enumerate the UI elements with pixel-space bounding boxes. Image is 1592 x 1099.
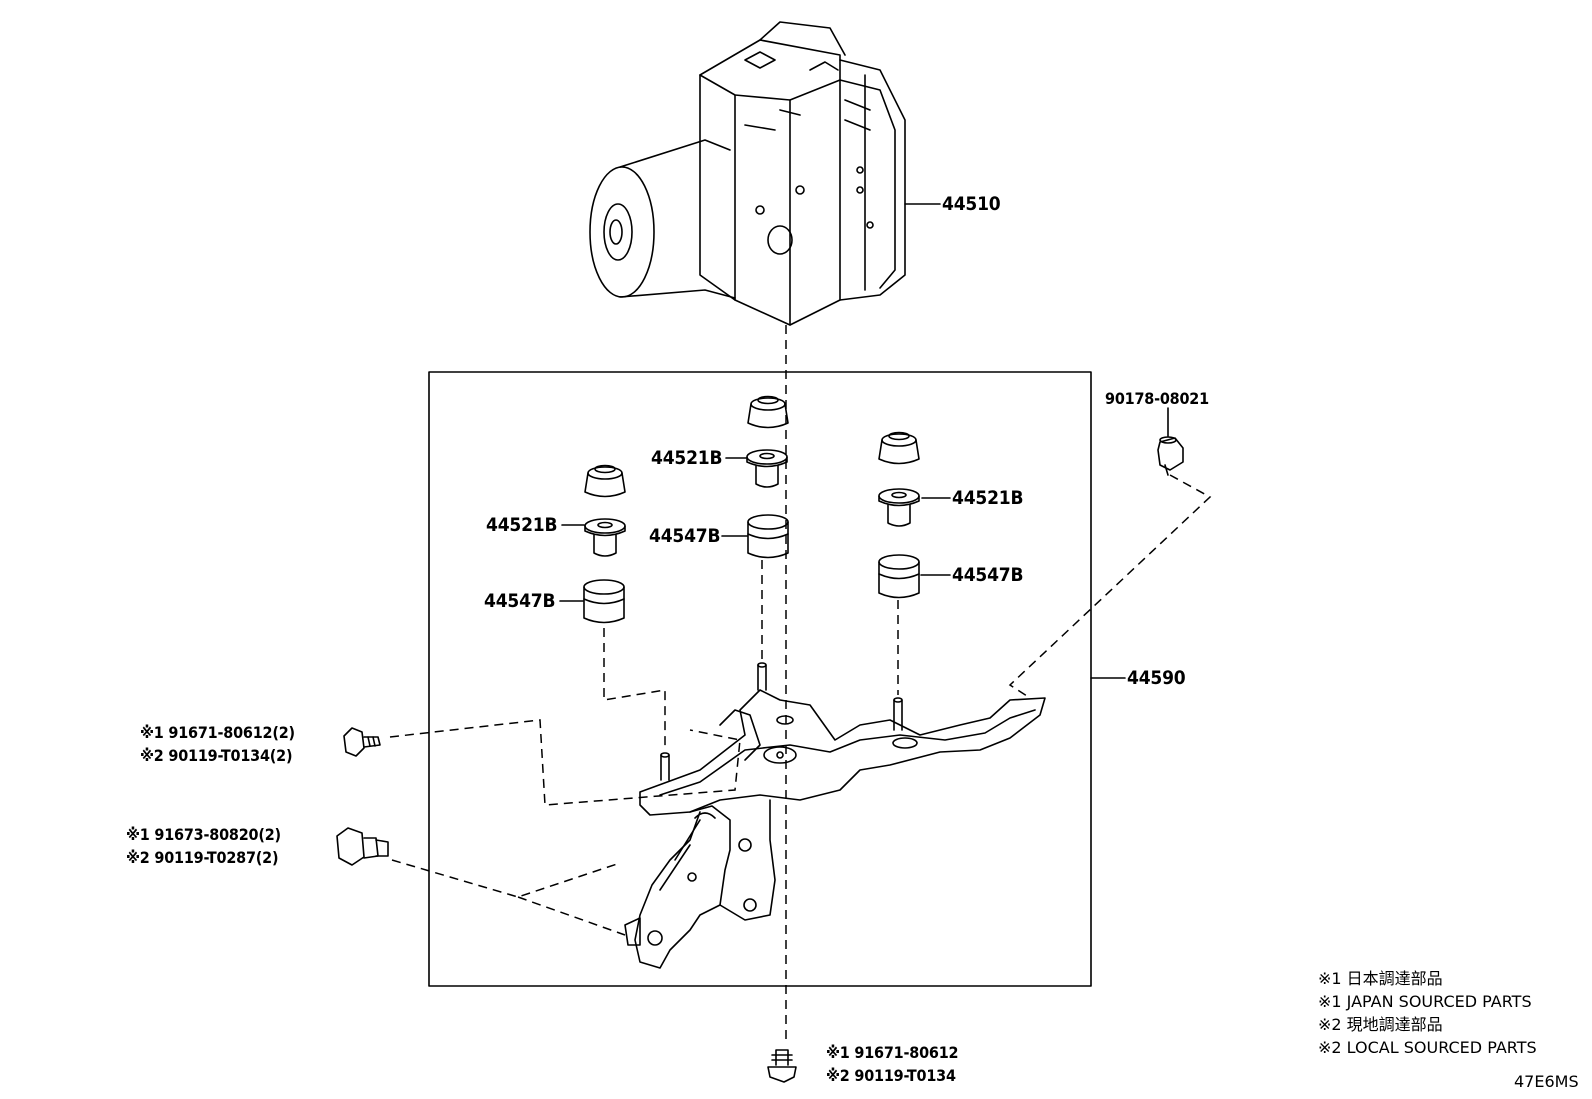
diagram-code: 47E6MS (1514, 1072, 1579, 1091)
abs-actuator-drawing (589, 21, 906, 326)
label-44547b-left: 44547B (484, 590, 556, 612)
label-44547b-center: 44547B (649, 525, 721, 547)
flanged-bushings (584, 449, 920, 557)
label-44590: 44590 (1127, 667, 1186, 689)
large-bolt-drawing (336, 827, 389, 866)
label-90178-08021: 90178-08021 (1105, 389, 1209, 408)
clip-drawing (1157, 436, 1184, 476)
bracket-drawing (624, 662, 1046, 969)
label-44521b-right: 44521B (952, 487, 1024, 509)
legend-line-3: ※2 現地調達部品 (1318, 1015, 1443, 1034)
label-44547b-right: 44547B (952, 564, 1024, 586)
assembly-frame (428, 371, 1092, 987)
label-bottom-bolt-jp: ※1 91671-80612 (826, 1043, 959, 1062)
legend-line-2: ※1 JAPAN SOURCED PARTS (1318, 992, 1532, 1011)
rubber-spacers (583, 514, 920, 624)
label-44510: 44510 (942, 193, 1001, 215)
label-large-bolt-jp: ※1 91673-80820(2) (126, 825, 281, 844)
label-small-bolt-local: ※2 90119-T0134(2) (140, 746, 293, 765)
cushion-cups (584, 395, 920, 498)
label-large-bolt-local: ※2 90119-T0287(2) (126, 848, 279, 867)
legend-line-1: ※1 日本調達部品 (1318, 969, 1443, 988)
label-small-bolt-jp: ※1 91671-80612(2) (140, 723, 295, 742)
bottom-bolt-drawing (767, 1049, 797, 1083)
label-bottom-bolt-local: ※2 90119-T0134 (826, 1066, 956, 1085)
small-bolt-drawing (343, 727, 381, 757)
label-44521b-left: 44521B (486, 514, 558, 536)
label-44521b-center: 44521B (651, 447, 723, 469)
legend-line-4: ※2 LOCAL SOURCED PARTS (1318, 1038, 1537, 1057)
